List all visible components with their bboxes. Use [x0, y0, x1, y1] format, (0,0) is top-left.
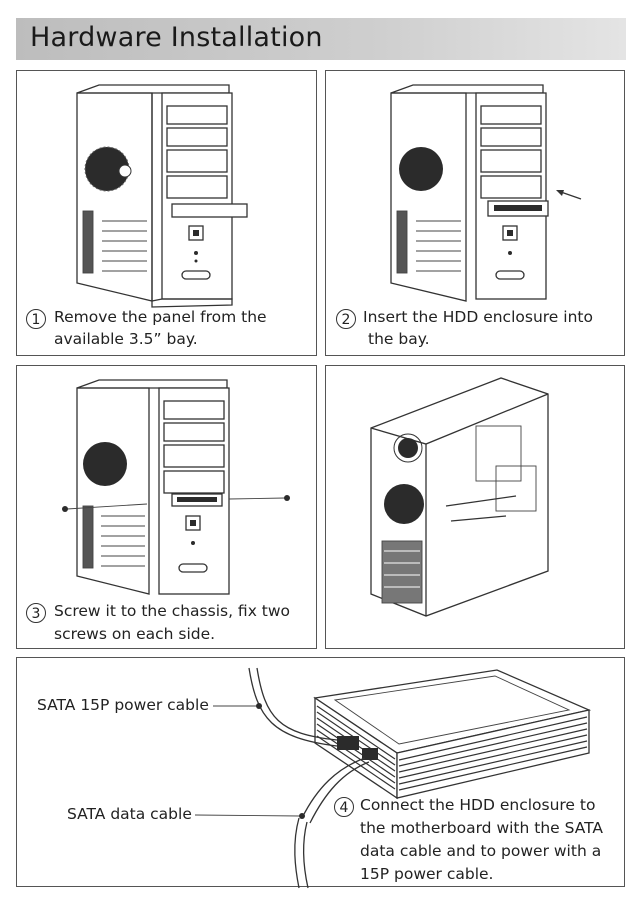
step-1-line1: Remove the panel from the: [54, 308, 267, 326]
open-chassis-illustration: [370, 377, 549, 617]
pc-tower-screw-illustration: [62, 379, 290, 595]
step-3-number: 3: [26, 603, 46, 623]
data-cable-label: SATA data cable: [67, 805, 192, 823]
step-3-line2: screws on each side.: [54, 625, 216, 643]
page-title: Hardware Installation: [30, 22, 323, 53]
step-4-line2: the motherboard with the SATA: [360, 819, 604, 837]
step-3-panel: 3 Screw it to the chassis, fix two screw…: [16, 365, 317, 649]
open-chassis-panel: [325, 365, 625, 649]
step-1-panel: 1 Remove the panel from the available 3.…: [16, 70, 317, 356]
pc-tower-illustration: [76, 84, 248, 308]
pc-tower-insert-illustration: [390, 84, 582, 302]
step-2-line2: the bay.: [368, 330, 430, 348]
step-3-line1: Screw it to the chassis, fix two: [54, 602, 291, 620]
step-4-line3: data cable and to power with a: [360, 842, 602, 860]
step-4-line1: Connect the HDD enclosure to: [360, 796, 596, 814]
section-header: Hardware Installation: [16, 18, 626, 60]
step-4-number: 4: [334, 797, 354, 817]
hdd-enclosure-cable-illustration: [194, 667, 592, 889]
step-2-number: 2: [336, 309, 356, 329]
step-2-line1: Insert the HDD enclosure into: [363, 308, 593, 326]
step-2-panel: 2 Insert the HDD enclosure into the bay.: [325, 70, 625, 356]
step-1-number: 1: [26, 309, 46, 329]
step-1-line2: available 3.5” bay.: [54, 330, 198, 348]
step-4-line4: 15P power cable.: [360, 865, 494, 883]
power-cable-label: SATA 15P power cable: [37, 696, 209, 714]
step-4-panel: SATA 15P power cable SATA data cable 4 C…: [16, 657, 625, 889]
